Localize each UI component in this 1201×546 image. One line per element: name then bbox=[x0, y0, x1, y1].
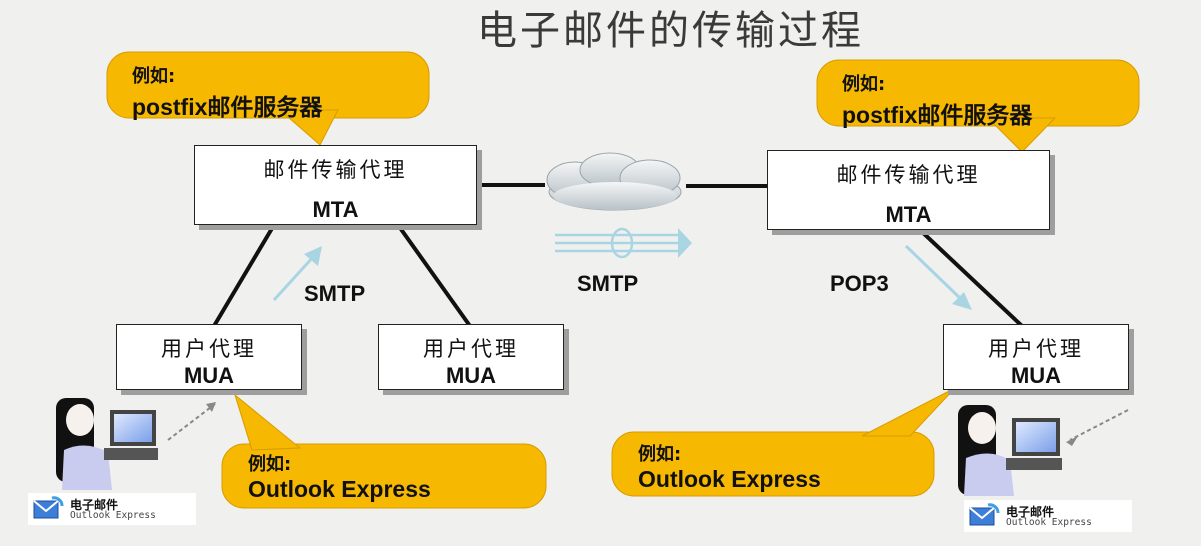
outlook-express-logo-right: 电子邮件 Outlook Express bbox=[964, 500, 1132, 532]
callout-client-left-line1: 例如: bbox=[248, 454, 292, 475]
protocol-pop3: POP3 bbox=[830, 271, 889, 296]
callout-client-left bbox=[221, 393, 547, 509]
outlook-express-logo-left: 电子邮件 Outlook Express bbox=[28, 493, 196, 525]
callout-server-right-line1: 例如: bbox=[842, 74, 886, 95]
outlook-logo-left-line1: 电子邮件 bbox=[70, 498, 119, 512]
user-at-computer-right-icon bbox=[958, 405, 1129, 496]
smtp-up-arrow-icon bbox=[272, 246, 322, 302]
mua-right-label-zh: 用户代理 bbox=[988, 337, 1084, 361]
callout-client-right bbox=[611, 387, 956, 497]
callout-server-right-line2: postfix邮件服务器 bbox=[842, 102, 1033, 128]
protocol-smtp-left: SMTP bbox=[304, 281, 366, 306]
outlook-envelope-icon bbox=[969, 503, 1000, 526]
mua-middle-box: 用户代理 MUA bbox=[378, 324, 564, 390]
callout-server-right bbox=[816, 59, 1140, 153]
callout-client-right-line2: Outlook Express bbox=[638, 466, 821, 492]
user-at-computer-left-icon bbox=[56, 398, 216, 490]
transfer-arrows-icon bbox=[555, 227, 692, 259]
mta-right-label-en: MTA bbox=[885, 202, 932, 227]
outlook-logo-left-line2: Outlook Express bbox=[70, 510, 156, 521]
mua-left-box: 用户代理 MUA bbox=[116, 324, 302, 390]
mua-left-label-zh: 用户代理 bbox=[161, 337, 257, 361]
protocol-smtp-center: SMTP bbox=[577, 271, 639, 296]
mta-left-label-en: MTA bbox=[312, 197, 359, 222]
link-mta-left-mua-left bbox=[212, 223, 276, 328]
outlook-logo-right-line1: 电子邮件 bbox=[1006, 505, 1055, 519]
mta-right-label-zh: 邮件传输代理 bbox=[836, 163, 981, 187]
callout-client-left-line2: Outlook Express bbox=[248, 476, 431, 502]
mua-right-label-en: MUA bbox=[1010, 363, 1062, 388]
callout-client-right-text: 例如: Outlook Express bbox=[638, 440, 821, 493]
callout-client-right-line1: 例如: bbox=[638, 444, 682, 465]
link-mta-right-mua-right bbox=[918, 228, 1024, 328]
mua-left-label-en: MUA bbox=[183, 363, 235, 388]
callout-server-left-line1: 例如: bbox=[132, 66, 176, 87]
page-title: 电子邮件的传输过程 bbox=[477, 8, 864, 54]
mua-middle-label-en: MUA bbox=[445, 363, 497, 388]
pop3-down-arrow-icon bbox=[904, 244, 972, 310]
mta-left-label-zh: 邮件传输代理 bbox=[263, 158, 408, 182]
mta-right-box: 邮件传输代理 MTA bbox=[767, 150, 1050, 230]
callout-server-left-text: 例如: postfix邮件服务器 bbox=[132, 62, 322, 122]
callout-server-left bbox=[106, 51, 430, 146]
mua-middle-label-zh: 用户代理 bbox=[423, 337, 519, 361]
link-mta-left-mua-middle bbox=[396, 223, 472, 328]
mta-left-box: 邮件传输代理 MTA bbox=[194, 145, 477, 225]
internet-cloud-icon bbox=[546, 152, 682, 211]
callout-client-left-text: 例如: Outlook Express bbox=[248, 450, 431, 503]
outlook-envelope-icon bbox=[33, 496, 64, 519]
callout-server-left-line2: postfix邮件服务器 bbox=[132, 94, 323, 120]
callout-server-right-text: 例如: postfix邮件服务器 bbox=[842, 70, 1032, 130]
outlook-logo-right-line2: Outlook Express bbox=[1006, 517, 1092, 528]
mua-right-box: 用户代理 MUA bbox=[943, 324, 1129, 390]
